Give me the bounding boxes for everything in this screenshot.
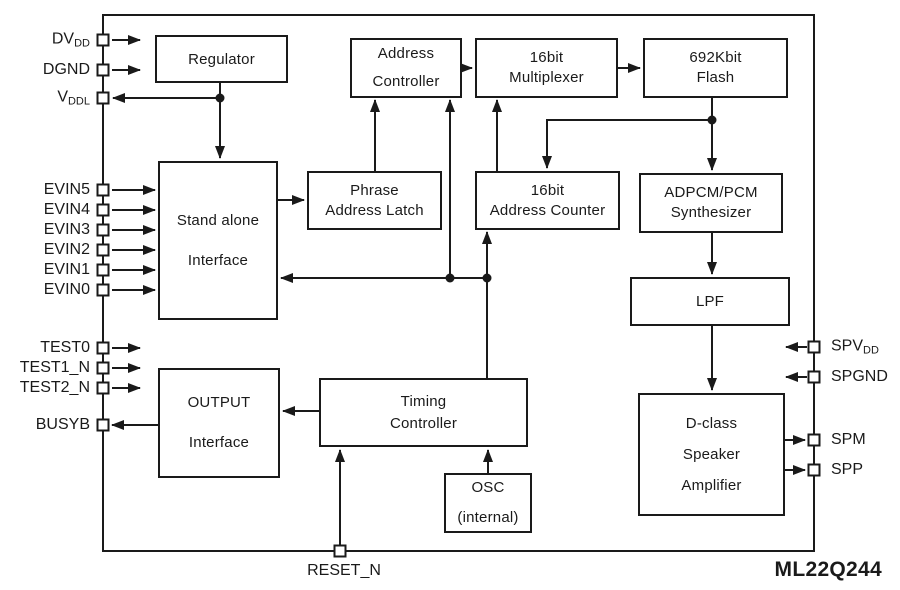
wire-flash-to-counter [542, 119, 712, 169]
pin-dgnd [96, 63, 110, 77]
pin-label-dgnd: DGND [42, 61, 90, 78]
pin-label-evin5: EVIN5 [43, 181, 90, 198]
pin-evin4 [96, 203, 110, 217]
pin-label-dvdd: DVDD [51, 30, 90, 50]
pin-label-spgnd: SPGND [831, 368, 888, 385]
block-standalone-interface: Stand alone Interface [158, 161, 278, 320]
block-692kbit-flash: 692Kbit Flash [643, 38, 788, 98]
block-16bit-address-counter: 16bit Address Counter [475, 171, 620, 230]
pin-label-evin2: EVIN2 [43, 241, 90, 258]
pin-spvdd [807, 340, 821, 354]
pin-dvdd [96, 33, 110, 47]
pin-reset-n [333, 544, 347, 558]
block-phrase-address-latch: Phrase Address Latch [307, 171, 442, 230]
block-output-interface: OUTPUT Interface [158, 368, 280, 478]
pin-label-vddl: VDDL [57, 88, 90, 108]
pin-evin3 [96, 223, 110, 237]
pin-vddl [96, 91, 110, 105]
pin-label-spvdd: SPVDD [831, 337, 879, 357]
pin-label-evin3: EVIN3 [43, 221, 90, 238]
pin-label-evin4: EVIN4 [43, 201, 90, 218]
junction-dots [215, 93, 717, 283]
pin-spgnd [807, 370, 821, 384]
block-adpcm-pcm-synthesizer: ADPCM/PCM Synthesizer [639, 173, 783, 233]
pin-spm [807, 433, 821, 447]
block-timing-controller: Timing Controller [319, 378, 528, 447]
block-address-controller: Address Controller [350, 38, 462, 98]
pin-label-evin0: EVIN0 [43, 281, 90, 298]
pin-label-spm: SPM [831, 431, 866, 448]
pin-evin1 [96, 263, 110, 277]
block-osc-internal: OSC (internal) [444, 473, 532, 533]
pin-label-reset-n: RESET_N [307, 562, 381, 579]
block-regulator: Regulator [155, 35, 288, 83]
pin-label-test0: TEST0 [40, 339, 90, 356]
pin-busyb [96, 418, 110, 432]
pin-evin0 [96, 283, 110, 297]
chip-outline [102, 14, 815, 552]
pin-evin5 [96, 183, 110, 197]
pin-label-evin1: EVIN1 [43, 261, 90, 278]
block-lpf: LPF [630, 277, 790, 326]
part-number: ML22Q244 [774, 558, 882, 581]
pin-test0 [96, 341, 110, 355]
block-16bit-multiplexer: 16bit Multiplexer [475, 38, 618, 98]
pin-evin2 [96, 243, 110, 257]
pin-label-test1-n: TEST1_N [19, 359, 90, 376]
pin-test2-n [96, 381, 110, 395]
block-dclass-speaker-amplifier: D-class Speaker Amplifier [638, 393, 785, 516]
pin-label-spp: SPP [831, 461, 864, 478]
pin-test1-n [96, 361, 110, 375]
pin-spp [807, 463, 821, 477]
pin-label-busyb: BUSYB [35, 416, 90, 433]
pin-label-test2-n: TEST2_N [19, 379, 90, 396]
